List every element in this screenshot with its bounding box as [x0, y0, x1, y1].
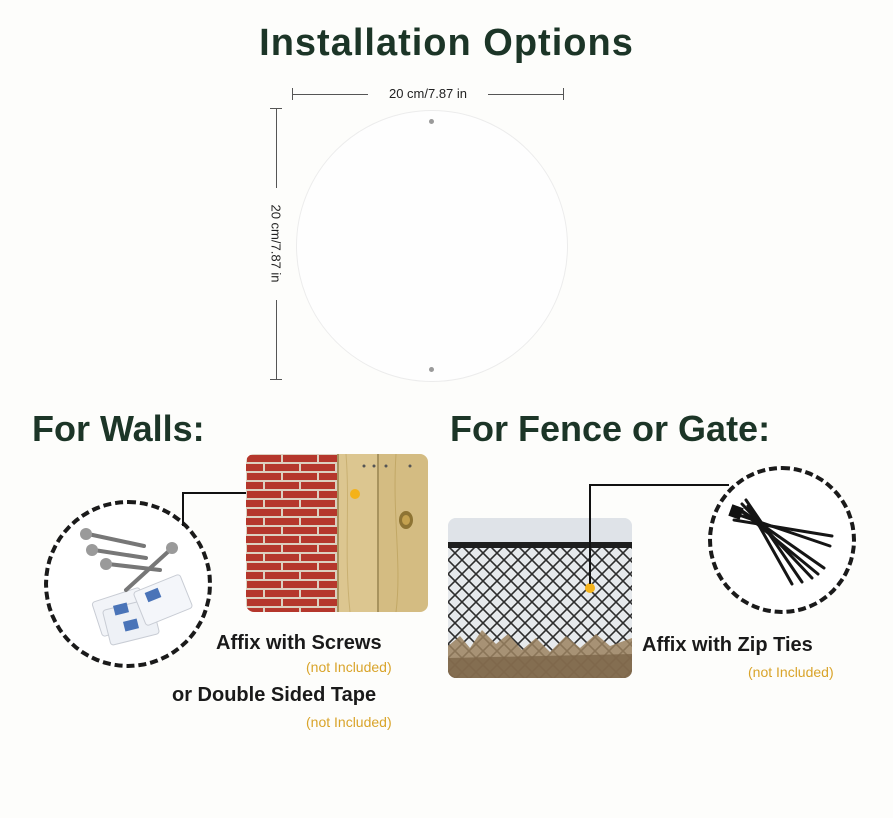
walls-mount-point	[350, 489, 360, 499]
brick-and-wood-wall-image	[246, 454, 428, 612]
walls-heading: For Walls:	[32, 408, 205, 449]
walls-note-screws: (not Included)	[306, 659, 392, 675]
walls-caption-tape: or Double Sided Tape	[172, 684, 377, 706]
screws-and-tape-icon	[80, 528, 193, 646]
round-sign-outline	[296, 110, 568, 382]
fence-caption: Affix with Zip Ties	[642, 634, 813, 656]
zip-ties-icon	[728, 498, 834, 586]
chain-link-fence-illustration	[448, 518, 632, 678]
zip-ties-circle	[708, 466, 856, 614]
page-title: Installation Options	[259, 22, 634, 64]
fence-connector-horizontal	[589, 484, 729, 486]
fence-connector-vertical	[589, 484, 591, 584]
width-label: 20 cm/7.87 in	[388, 86, 468, 101]
height-dimension: 20 cm/7.87 in	[268, 108, 284, 380]
brick-wall-illustration	[246, 454, 428, 612]
walls-caption-screws: Affix with Screws	[216, 632, 382, 654]
top-mounting-hole	[429, 119, 434, 124]
height-label: 20 cm/7.87 in	[268, 204, 284, 283]
screws-and-tape-circle	[44, 500, 212, 668]
walls-connector-vertical	[182, 492, 184, 526]
chain-link-fence-image	[448, 518, 632, 678]
width-dimension: 20 cm/7.87 in	[292, 86, 564, 102]
bottom-mounting-hole	[429, 367, 434, 372]
fence-heading: For Fence or Gate:	[450, 408, 771, 449]
fence-note: (not Included)	[748, 664, 834, 680]
walls-note-tape: (not Included)	[306, 714, 392, 730]
fence-mount-point	[585, 583, 595, 593]
